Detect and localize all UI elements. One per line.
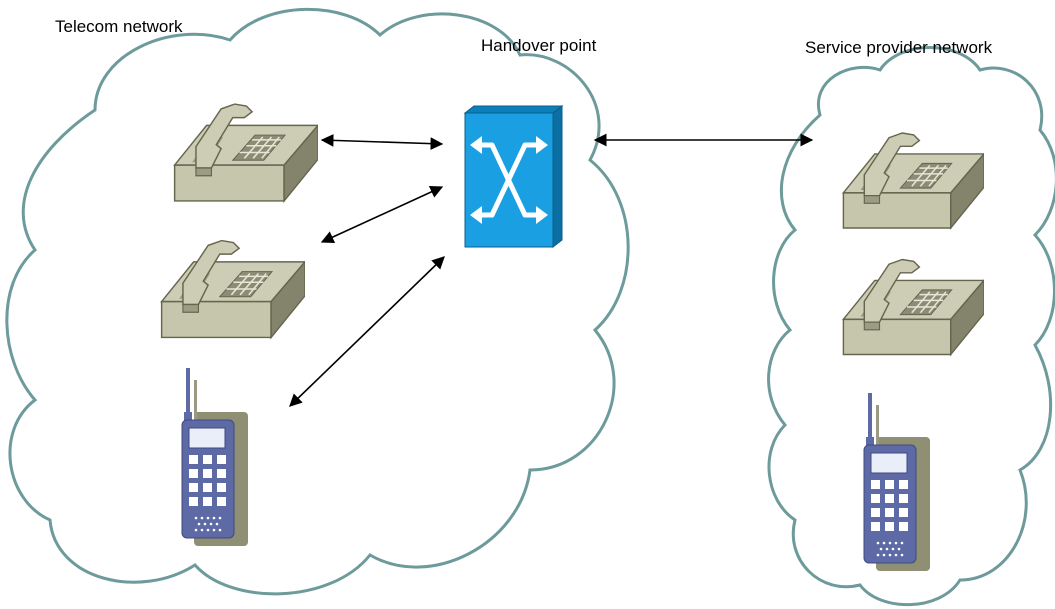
service-provider-network-label: Service provider network bbox=[805, 38, 993, 57]
service-provider-network-cloud bbox=[767, 46, 1055, 607]
mobile-phone-icon bbox=[181, 368, 249, 547]
mobile-phone-icon bbox=[863, 392, 931, 572]
switch-icon bbox=[463, 104, 564, 249]
telecom-network-label: Telecom network bbox=[55, 17, 183, 36]
desk-phone-icon bbox=[842, 258, 984, 356]
desk-phone-icon bbox=[160, 239, 305, 339]
telecom-network-cloud bbox=[5, 7, 630, 596]
connection-arrow bbox=[320, 185, 444, 244]
connection-arrow bbox=[320, 133, 444, 151]
desk-phone-icon bbox=[173, 103, 318, 202]
desk-phone-icon bbox=[842, 132, 984, 229]
connection-arrow bbox=[289, 256, 445, 407]
handover-point-label: Handover point bbox=[481, 36, 597, 55]
